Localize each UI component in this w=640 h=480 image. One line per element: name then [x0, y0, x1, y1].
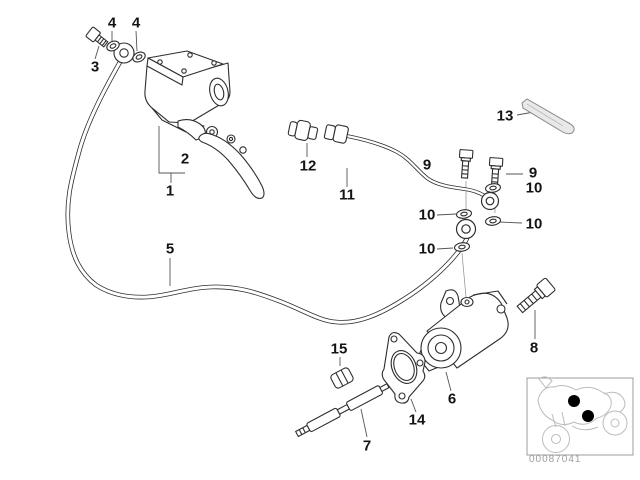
banjo-eyelets-drawing [455, 191, 500, 240]
gasket-drawing [381, 331, 426, 404]
part-label-9: 9 [422, 156, 432, 174]
bushing-drawing [330, 367, 354, 389]
clutch-hose-drawing [65, 60, 471, 325]
leader-lines [94, 30, 536, 438]
part-label-5: 5 [165, 240, 175, 258]
part-label-2: 2 [180, 150, 190, 168]
part-label-10: 10 [418, 206, 436, 224]
part-label-9: 9 [528, 164, 538, 182]
part-label-8: 8 [529, 339, 539, 357]
sealing-washers-drawing [454, 183, 501, 252]
part-label-4: 4 [107, 14, 117, 32]
clutch-lever-drawing [198, 132, 265, 199]
union-fitting-drawing [287, 119, 319, 141]
banjo-bolt-drawing [458, 149, 504, 186]
part-label-7: 7 [362, 437, 372, 455]
part-label-1: 1 [165, 182, 175, 200]
master-cylinder-drawing [144, 50, 236, 144]
strap-drawing [521, 98, 575, 135]
part-label-4: 4 [131, 14, 141, 32]
gasket-ring-drawing [106, 40, 146, 63]
doc-number: 00087041 [529, 454, 582, 465]
part-label-10: 10 [525, 215, 543, 233]
slave-cylinder-drawing [419, 289, 509, 372]
thumbnail-box [526, 376, 634, 456]
location-dot [568, 395, 580, 407]
part-label-12: 12 [299, 157, 317, 175]
part-label-15: 15 [330, 340, 348, 358]
pushrod-drawing [294, 382, 390, 438]
hollow-bolt-drawing [85, 26, 109, 48]
part-label-11: 11 [339, 186, 355, 204]
part-label-6: 6 [447, 390, 457, 408]
master-banjo-drawing [113, 42, 135, 64]
mounting-bolt-drawing [516, 277, 556, 314]
part-label-10: 10 [418, 240, 436, 258]
motorcycle-thumbnail [537, 376, 628, 453]
part-label-13: 13 [496, 107, 514, 125]
part-label-14: 14 [408, 411, 426, 429]
part-label-10: 10 [525, 179, 543, 197]
location-dot [582, 410, 594, 422]
clutch-pipe-drawing [323, 124, 486, 198]
part-label-3: 3 [90, 58, 100, 76]
